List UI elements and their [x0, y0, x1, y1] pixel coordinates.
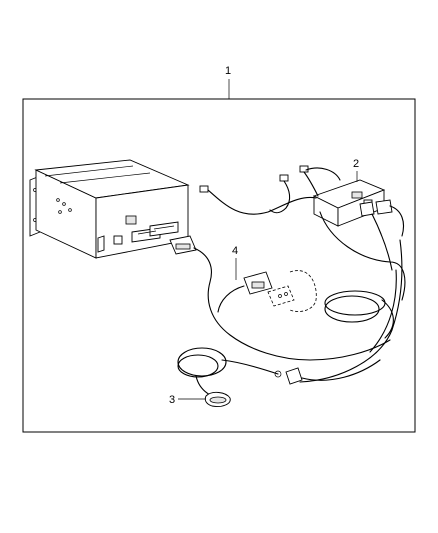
harness-connectors-right [319, 199, 406, 339]
radio-head-unit [29, 159, 190, 259]
kit-frame [22, 98, 416, 433]
callout-2-label: 2 [353, 158, 359, 170]
module-2 [312, 179, 386, 227]
main-harness [169, 235, 403, 385]
callout-3-label: 3 [169, 394, 175, 406]
wire-harness-upper [199, 165, 341, 215]
antenna-assembly [177, 347, 279, 407]
callout-1-label: 1 [225, 65, 231, 77]
callout-4-label: 4 [232, 245, 238, 257]
